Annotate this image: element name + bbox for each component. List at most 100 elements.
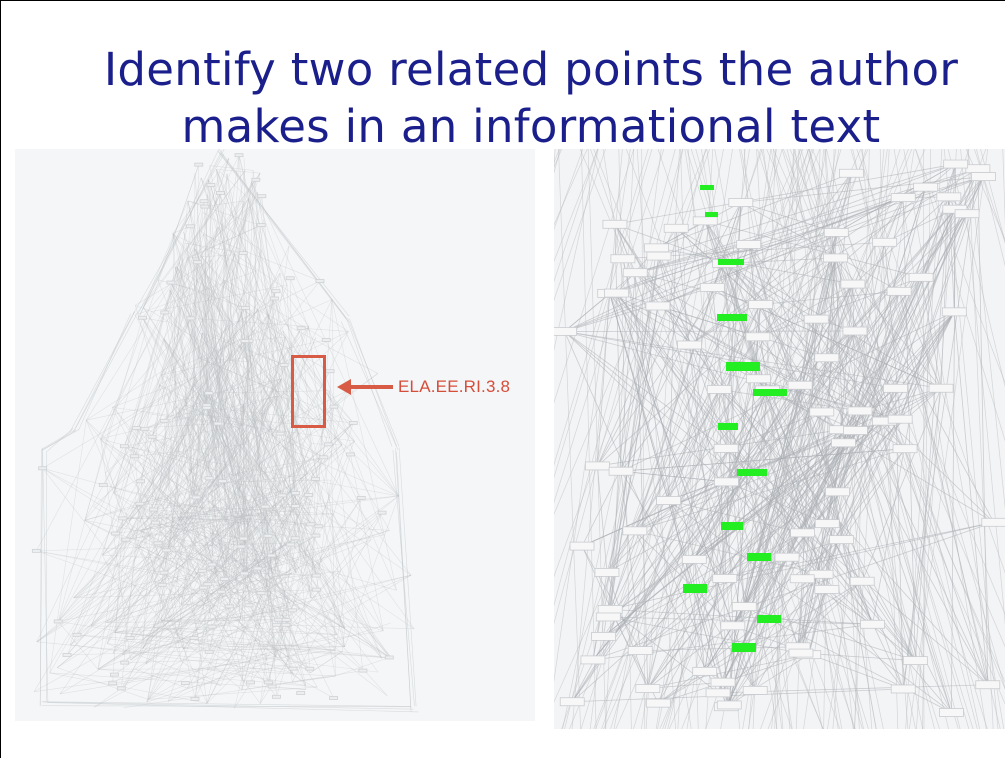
graph-edge [176,578,225,636]
graph-edge [113,439,206,494]
graph-node [286,542,296,547]
graph-edge [257,309,290,408]
graph-edge [235,307,246,584]
graph-edge [203,393,392,659]
graph-edge [76,577,157,636]
graph-edge [695,149,855,729]
graph-edge [159,384,243,426]
graph-edge [899,213,968,420]
graph-edge [148,306,182,414]
graph-edge [224,340,345,629]
graph-edge [220,441,315,566]
graph-edge [155,340,246,523]
graph-edge [91,520,248,626]
graph-edge [154,329,255,582]
graph-edge [189,390,347,472]
graph-edge [105,340,250,474]
graph-edge [36,553,142,643]
graph-edge [241,250,262,426]
graph-edge [94,605,286,708]
graph-edge [41,701,411,707]
graph-edge [743,232,837,607]
graph-edge [206,592,265,704]
graph-edge [704,220,844,444]
graph-edge [203,346,242,394]
graph-edge [748,244,904,690]
graph-edge [554,149,598,283]
graph-edge [76,634,379,673]
graph-edge [176,265,292,545]
graph-node [256,591,266,596]
graph-edge [261,196,292,492]
graph-edge [161,374,300,650]
graph-edge [752,149,776,729]
graph-edge [706,149,783,729]
graph-edge [193,383,226,414]
graph-edge [212,491,291,556]
graph-edge [793,149,974,729]
graph-node [296,691,306,695]
graph-edge [189,383,195,493]
graph-edge [214,181,252,414]
graph-node [281,622,291,627]
highlighted-node [753,389,787,396]
graph-edge [137,149,225,315]
graph-edge [282,330,397,591]
graph-edge [187,200,237,476]
graph-node [610,254,636,264]
graph-edge [145,472,245,665]
graph-edge [36,473,308,643]
graph-edge [102,314,269,556]
graph-edge [147,541,298,700]
graph-edge [222,481,282,565]
graph-edge [206,407,324,458]
graph-node [608,466,634,476]
graph-edge [123,675,336,708]
graph-edge [395,448,412,712]
graph-edge [248,370,412,576]
graph-edge [221,591,311,669]
graph-edge [142,645,290,649]
graph-edge [114,632,392,659]
graph-edge [243,383,296,539]
graph-node [839,168,864,178]
graph-edge [187,200,213,335]
graph-edge [97,668,294,670]
graph-edge [290,491,345,629]
graph-edge [285,619,307,690]
graph-edge [212,340,225,556]
graph-edge [57,621,99,670]
graph-node [774,552,800,562]
graph-edge [105,311,152,474]
graph-edge [247,492,296,522]
graph-edge [199,393,229,585]
graph-node [180,681,190,685]
graph-edge [194,248,208,408]
graph-edge [311,579,382,659]
graph-node [941,307,967,317]
graph-edge [42,447,49,703]
graph-edge [212,554,292,575]
graph-edge [124,424,243,447]
graph-edge [147,463,180,700]
graph-edge [757,163,956,338]
graph-edge [193,482,269,537]
graph-edge [195,309,259,377]
graph-edge [854,330,885,422]
graph-edge [206,669,336,677]
graph-edge [121,413,149,689]
graph-edge [223,428,262,577]
graph-edge [115,512,263,534]
highlighted-node [757,615,781,623]
graph-edge [187,224,262,259]
graph-edge [115,404,244,534]
graph-edge [185,242,244,254]
graph-edge [176,561,227,636]
graph-edge [58,572,297,622]
graph-edge [905,149,943,729]
graph-edge [136,427,268,661]
graph-edge [252,170,281,434]
graph-edge [194,248,248,362]
graph-edge [241,219,264,426]
graph-edge [908,149,989,729]
